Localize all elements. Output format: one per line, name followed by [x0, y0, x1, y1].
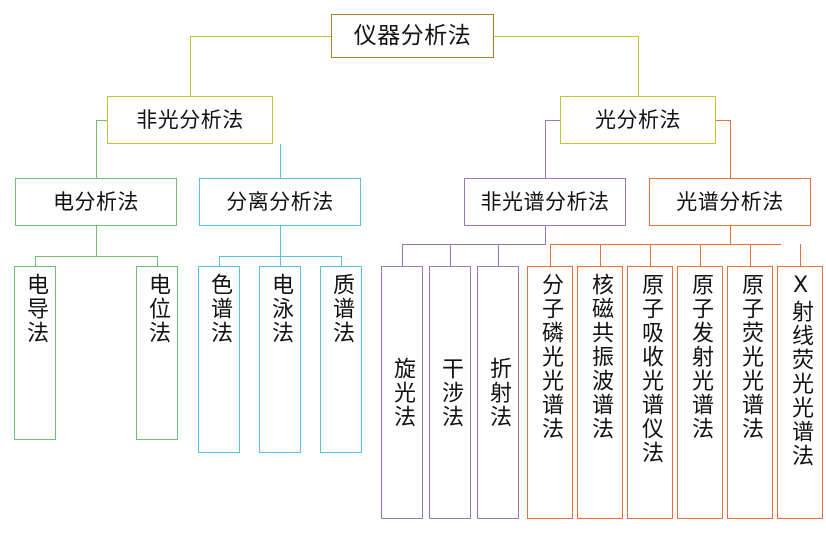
leaf-label: 原子发射光谱法 [688, 273, 713, 441]
connector-nonoptical-to-electro-h [96, 120, 107, 121]
node-separation-analysis[interactable]: 分离分析法 [199, 178, 361, 226]
connector-spectral-drop-1 [600, 244, 601, 266]
connector-electro-drop-1 [157, 256, 158, 266]
connector-spectral-drop-3 [700, 244, 701, 266]
leaf-label: 核磁共振波谱法 [588, 273, 613, 441]
connector-electro-bus [35, 256, 157, 257]
leaf-label: 电导法 [23, 273, 48, 345]
leaf-atomic-emission-spectrometry[interactable]: 原子发射光谱法 [677, 266, 723, 519]
node-label: 光分析法 [595, 107, 681, 132]
leaf-potentiometry[interactable]: 电位法 [136, 266, 178, 440]
connector-nonspectral-drop-0 [402, 244, 403, 266]
leaf-label: 干涉法 [438, 356, 463, 429]
connector-nonspectral-drop-1 [450, 244, 451, 266]
leaf-label: 原子荧光光谱法 [738, 273, 763, 441]
node-label: 非光谱分析法 [480, 189, 610, 214]
node-label: 分离分析法 [226, 189, 334, 214]
connector-root-to-optical-v [638, 36, 639, 96]
leaf-xray-fluorescence-spectrometry[interactable]: X射线荧光光谱法 [777, 266, 823, 519]
leaf-chromatography[interactable]: 色谱法 [198, 266, 240, 453]
leaf-label: 旋光法 [390, 356, 415, 429]
connector-spectral-drop-2 [650, 244, 651, 266]
connector-separation-drop-2 [341, 256, 342, 266]
connector-root-to-nonoptical-v [190, 36, 191, 96]
connector-nonoptical-to-electro-v [96, 120, 97, 178]
leaf-label: 电位法 [145, 273, 170, 345]
leaf-label: X射线荧光光谱法 [788, 273, 813, 468]
connector-electro-drop-0 [35, 256, 36, 266]
leaf-atomic-absorption-spectrometry[interactable]: 原子吸收光谱仪法 [627, 266, 673, 519]
leaf-label: 折射法 [486, 356, 511, 429]
leaf-label: 原子吸收光谱仪法 [638, 273, 663, 465]
connector-spectral-drop-5 [800, 244, 801, 266]
connector-separation-drop-1 [280, 256, 281, 266]
node-label: 非光分析法 [136, 107, 244, 132]
connector-electro-stem [96, 226, 97, 256]
leaf-interferometry[interactable]: 干涉法 [429, 266, 471, 519]
connector-spectral-stem [730, 226, 731, 244]
connector-spectral-bus [550, 244, 781, 245]
leaf-label: 色谱法 [207, 273, 232, 345]
node-root-instrumental-analysis[interactable]: 仪器分析法 [331, 14, 494, 58]
node-label: 电分析法 [53, 189, 139, 214]
leaf-label: 电泳法 [268, 273, 293, 345]
node-spectral-analysis[interactable]: 光谱分析法 [649, 178, 811, 226]
connector-nonspectral-stem [545, 226, 546, 244]
connector-optical-to-spectral-h [716, 120, 730, 121]
connector-spectral-drop-0 [550, 244, 551, 266]
connector-nonspectral-drop-2 [498, 244, 499, 266]
node-non-optical-analysis[interactable]: 非光分析法 [107, 96, 273, 144]
leaf-label: 质谱法 [329, 273, 354, 345]
connector-root-to-nonoptical-h [190, 36, 331, 37]
leaf-atomic-fluorescence-spectrometry[interactable]: 原子荧光光谱法 [727, 266, 773, 519]
node-label: 光谱分析法 [676, 189, 784, 214]
leaf-refractometry[interactable]: 折射法 [477, 266, 519, 519]
connector-separation-drop-0 [219, 256, 220, 266]
connector-optical-to-nonspectral-v [545, 120, 546, 178]
connector-separation-stem [280, 226, 281, 256]
node-label: 仪器分析法 [353, 22, 472, 49]
connector-root-to-optical-h [494, 36, 638, 37]
leaf-nmr-spectroscopy[interactable]: 核磁共振波谱法 [577, 266, 623, 519]
connector-nonspectral-bus [402, 244, 546, 245]
connector-optical-to-nonspectral-h [545, 120, 560, 121]
leaf-conductometry[interactable]: 电导法 [14, 266, 56, 440]
leaf-polarimetry[interactable]: 旋光法 [381, 266, 423, 519]
node-optical-analysis[interactable]: 光分析法 [560, 96, 716, 144]
node-non-spectral-analysis[interactable]: 非光谱分析法 [464, 178, 626, 226]
connector-optical-to-spectral-v [730, 120, 731, 178]
leaf-mass-spectrometry[interactable]: 质谱法 [320, 266, 362, 453]
leaf-label: 分子磷光光谱法 [538, 273, 563, 441]
connector-nonoptical-to-separation-v [280, 144, 281, 178]
leaf-molecular-phosphorescence-spectrometry[interactable]: 分子磷光光谱法 [527, 266, 573, 519]
leaf-electrophoresis[interactable]: 电泳法 [259, 266, 301, 453]
node-electroanalysis[interactable]: 电分析法 [15, 178, 177, 226]
connector-spectral-drop-4 [750, 244, 751, 266]
